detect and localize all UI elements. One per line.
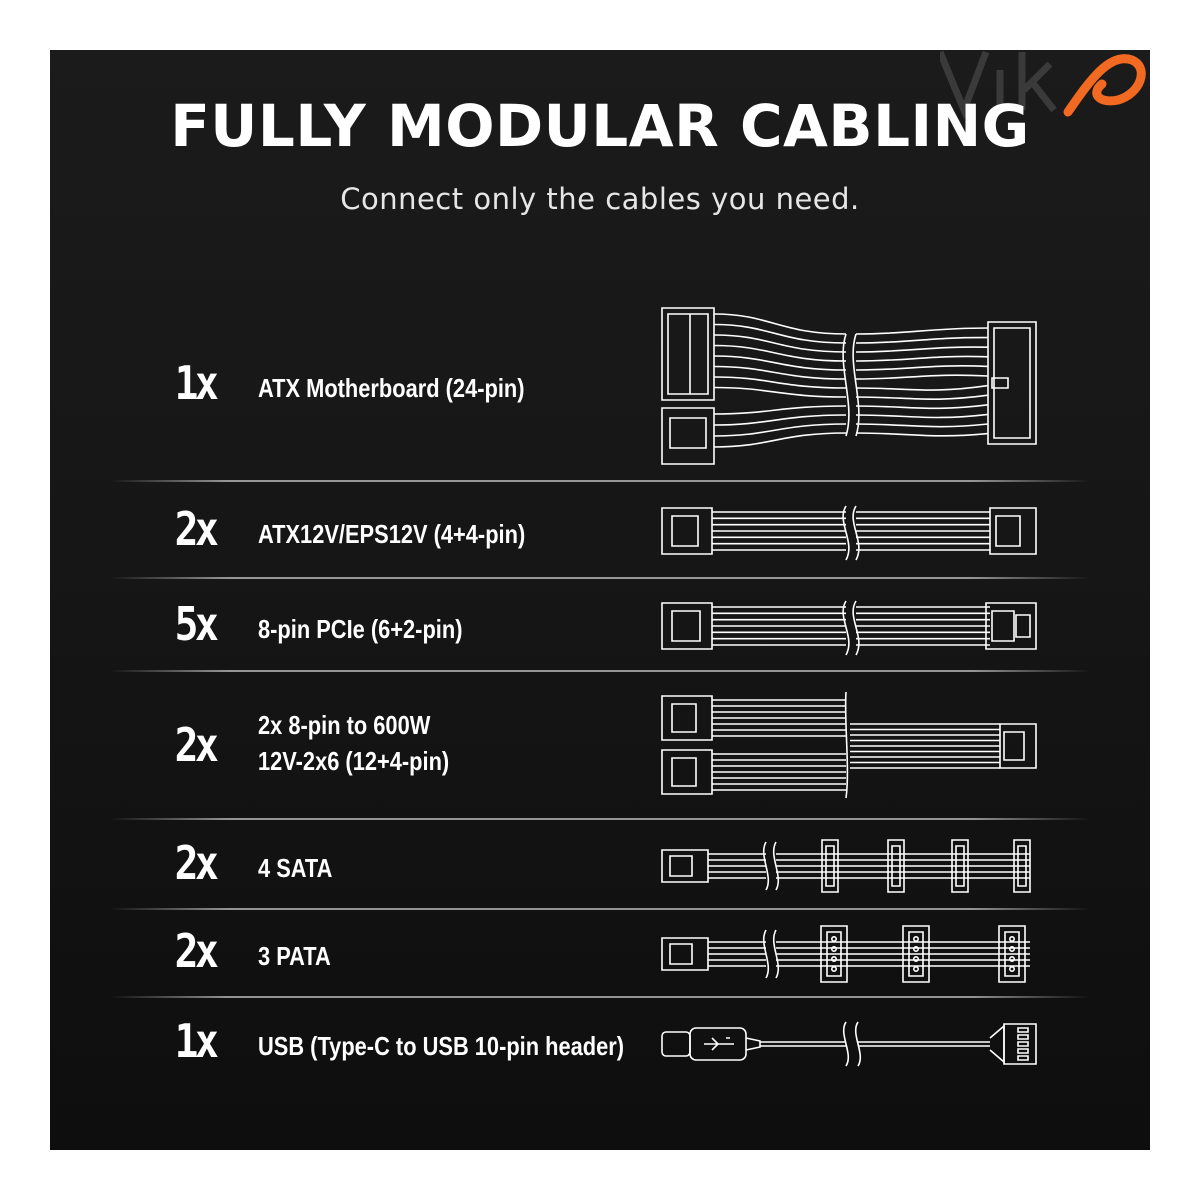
cable-label: 3 PATA — [258, 941, 331, 971]
cable-quantity: 2x — [174, 502, 218, 556]
row-divider — [110, 818, 1090, 820]
row-divider — [110, 577, 1090, 579]
page-subtitle: Connect only the cables you need. — [340, 182, 860, 216]
cable-quantity: 1x — [174, 1014, 218, 1068]
pata-cable-icon — [660, 924, 1040, 984]
eps-cable-icon — [660, 502, 1040, 562]
cable-label: USB (Type-C to USB 10-pin header) — [258, 1031, 625, 1061]
page-title: FULLY MODULAR CABLING — [170, 92, 1030, 160]
cable-quantity: 2x — [174, 718, 218, 772]
cable-quantity: 1x — [174, 356, 218, 410]
cable-row-sata: 2x 4 SATA — [50, 820, 1150, 908]
12v-2x6-cable-icon — [660, 690, 1040, 800]
row-divider — [110, 480, 1090, 482]
cable-quantity: 2x — [174, 836, 218, 890]
cable-label: 8-pin PCIe (6+2-pin) — [258, 614, 463, 644]
usb-cable-icon — [660, 1014, 1040, 1074]
cable-label: 4 SATA — [258, 853, 333, 883]
row-divider — [110, 670, 1090, 672]
atx-24pin-cable-icon — [660, 304, 1040, 470]
brand-logo — [940, 50, 1146, 120]
cable-row-usb: 1x USB (Type-C to USB 10-pin header) — [50, 998, 1150, 1088]
cable-label: ATX12V/EPS12V (4+4-pin) — [258, 519, 526, 549]
cable-label: ATX Motherboard (24-pin) — [258, 373, 525, 403]
cable-quantity: 2x — [174, 924, 218, 978]
infographic-panel: FULLY MODULAR CABLING Connect only the c… — [50, 50, 1150, 1150]
cable-row-12v-2x6: 2x 2x 8-pin to 600W 12V-2x6 (12+4-pin) — [50, 672, 1150, 818]
cable-row-pata: 2x 3 PATA — [50, 910, 1150, 996]
row-divider — [110, 908, 1090, 910]
cable-row-eps: 2x ATX12V/EPS12V (4+4-pin) — [50, 482, 1150, 578]
cable-row-atx: 1x ATX Motherboard (24-pin) — [50, 300, 1150, 480]
cable-row-pcie: 5x 8-pin PCIe (6+2-pin) — [50, 579, 1150, 671]
pcie-cable-icon — [660, 597, 1040, 657]
sata-cable-icon — [660, 836, 1040, 896]
row-divider — [110, 996, 1090, 998]
cable-quantity: 5x — [174, 597, 218, 651]
cable-label: 2x 8-pin to 600W 12V-2x6 (12+4-pin) — [258, 710, 450, 776]
